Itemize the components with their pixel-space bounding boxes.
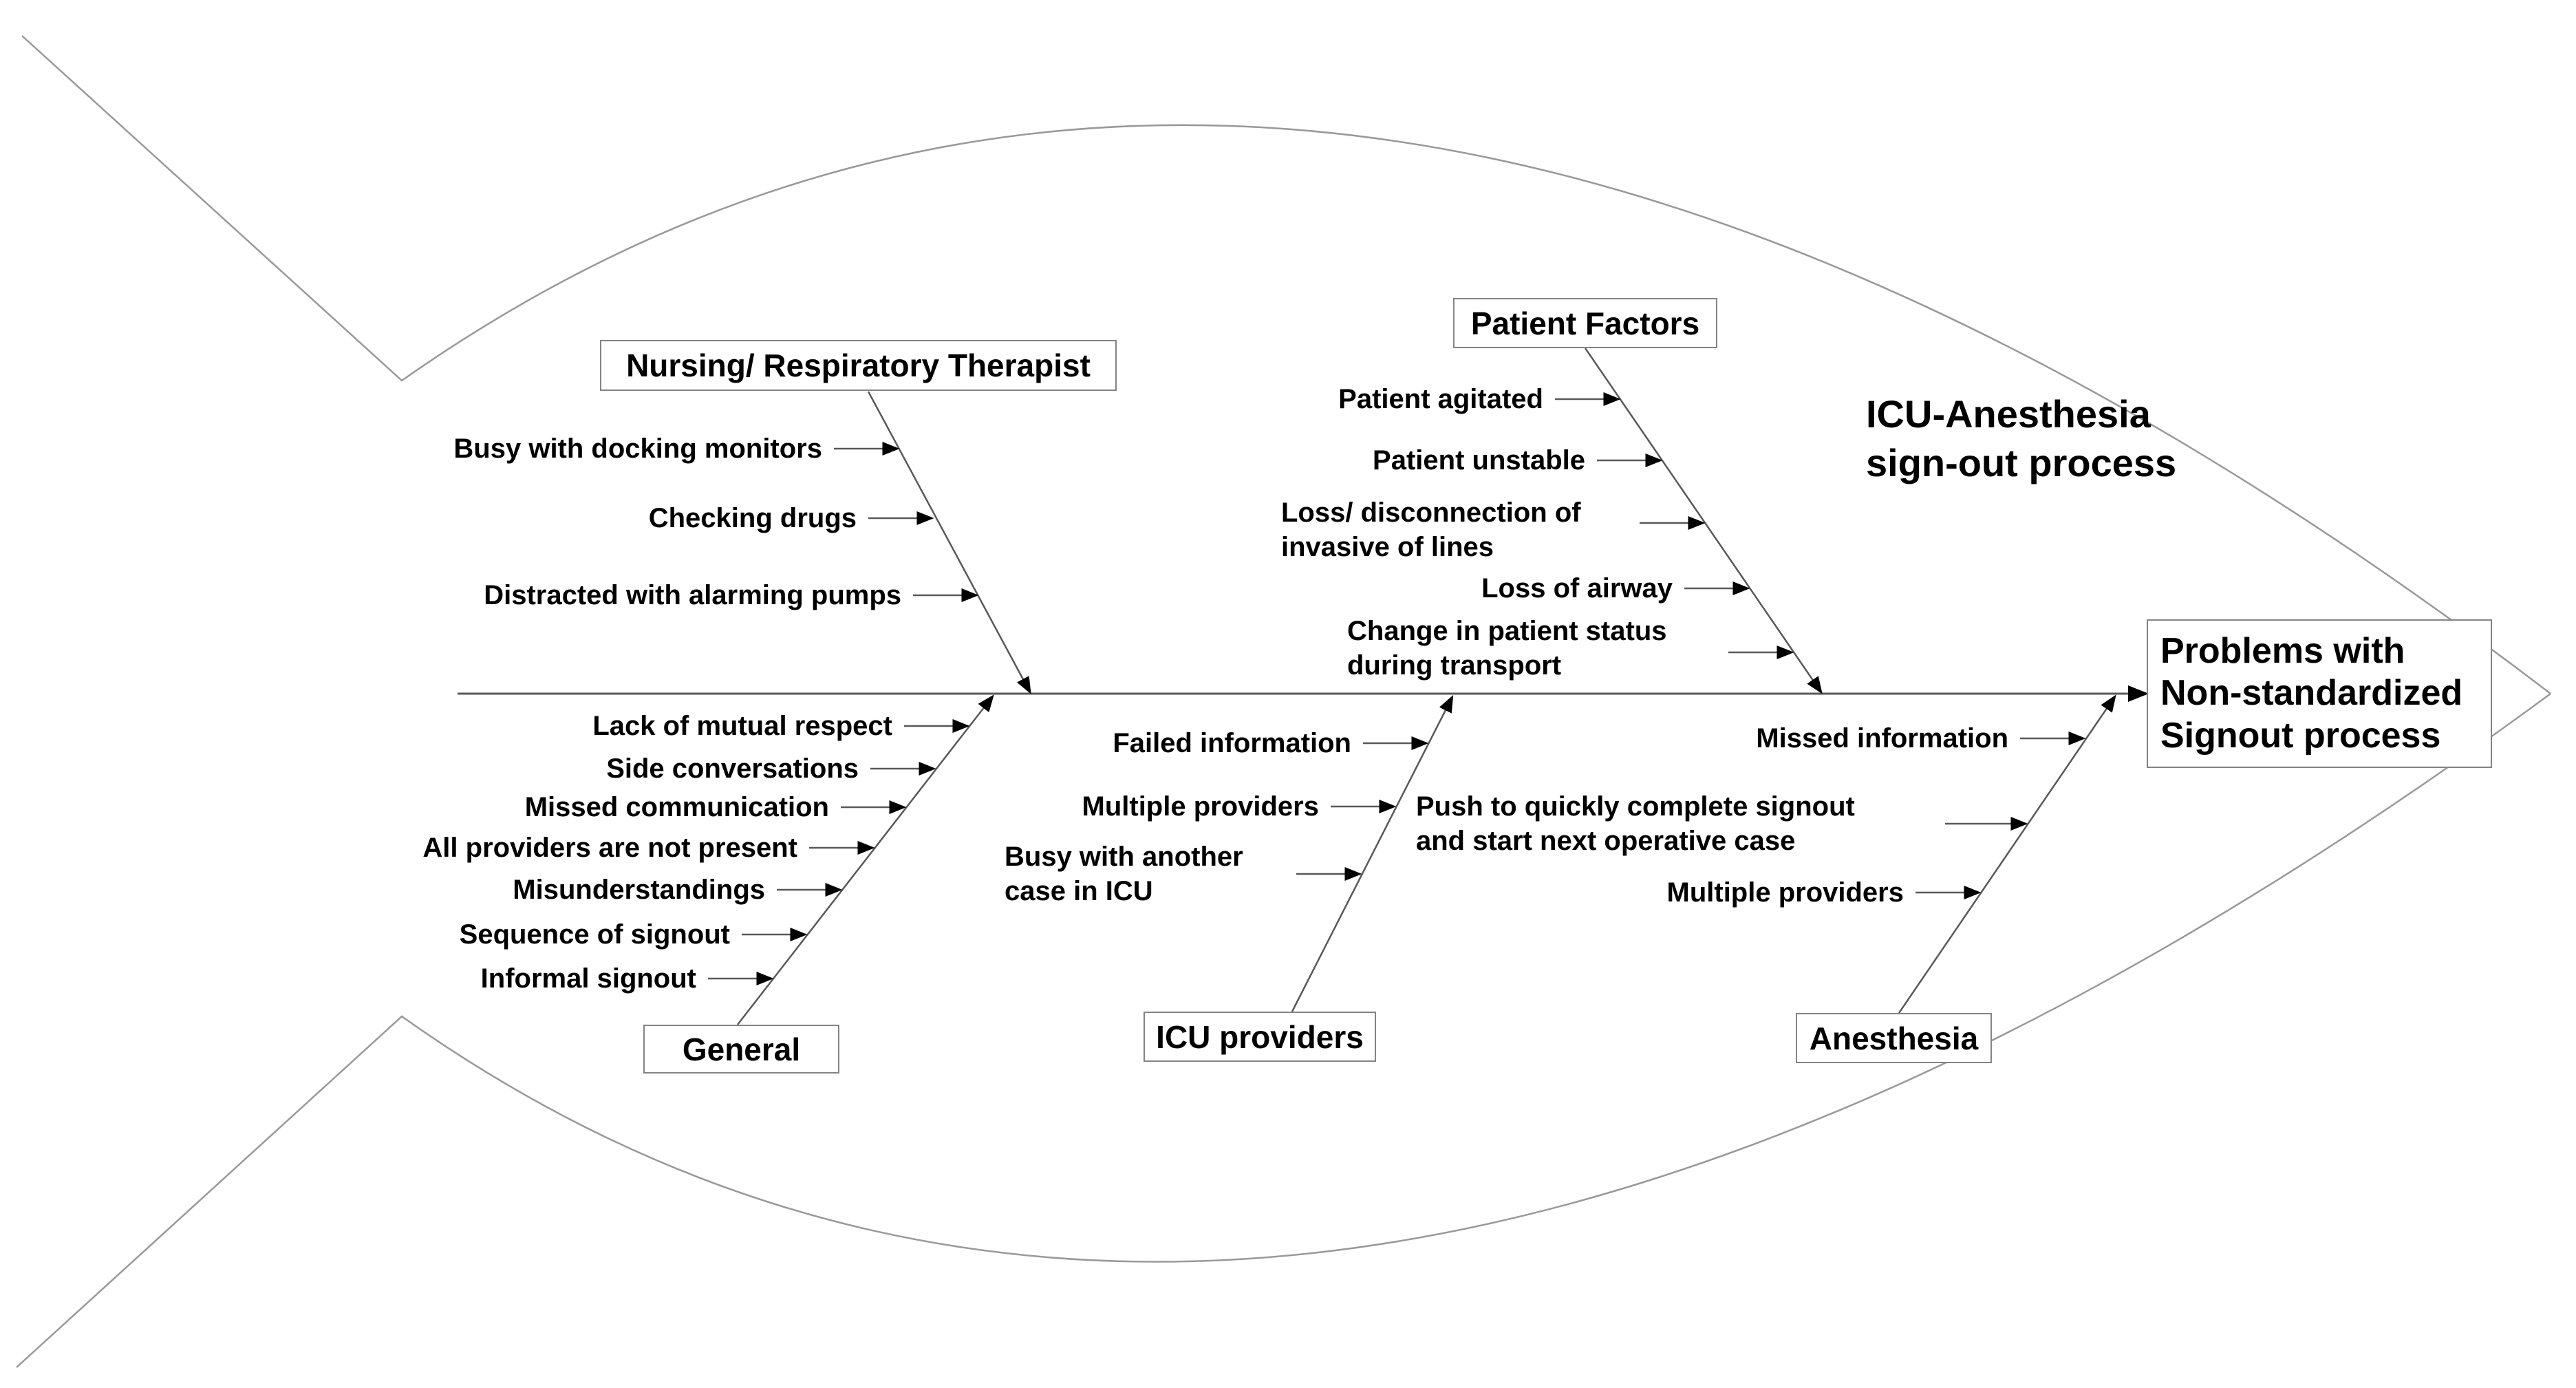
cause-loss-disconnection-lines: Loss/ disconnection of invasive of lines — [1281, 498, 1581, 562]
bone-nursing — [867, 391, 1031, 694]
effect-label: Problems with Non-standardized Signout p… — [2160, 630, 2463, 756]
cause-checking-drugs: Checking drugs — [648, 503, 857, 533]
cause-failed-information: Failed information — [1113, 728, 1351, 758]
cause-patient-unstable: Patient unstable — [1373, 445, 1585, 476]
diagram-title: ICU-Anesthesia sign-out process — [1866, 392, 2177, 485]
fish-outline-top — [21, 35, 2551, 694]
category-box-patient-factors: Patient Factors — [1453, 298, 1717, 348]
cause-informal-signout: Informal signout — [480, 963, 696, 994]
bone-icu-providers — [1291, 694, 1454, 1012]
cause-side-conversations: Side conversations — [606, 754, 859, 784]
cause-multiple-providers-icu: Multiple providers — [1082, 791, 1320, 822]
cause-busy-another-case-icu: Busy with another case in ICU — [1005, 842, 1243, 906]
category-box-icu-providers: ICU providers — [1144, 1012, 1376, 1062]
fish-outline-bottom — [16, 692, 2551, 1368]
cause-missed-information: Missed information — [1756, 723, 2008, 754]
cause-distracted-alarming-pumps: Distracted with alarming pumps — [484, 580, 901, 610]
category-box-anesthesia: Anesthesia — [1796, 1013, 1992, 1063]
bone-anesthesia — [1898, 694, 2116, 1014]
cause-change-patient-status: Change in patient status during transpor… — [1347, 616, 1667, 681]
cause-loss-of-airway: Loss of airway — [1481, 573, 1673, 604]
effect-box: Problems with Non-standardized Signout p… — [2147, 619, 2492, 768]
cause-arrows — [708, 392, 2086, 985]
bone-patient-factors — [1584, 348, 1823, 694]
category-box-nursing: Nursing/ Respiratory Therapist — [600, 340, 1117, 391]
category-box-general: General — [643, 1025, 839, 1074]
bones — [737, 348, 2116, 1025]
cause-push-quick-signout: Push to quickly complete signout and sta… — [1416, 791, 1855, 856]
bone-general — [737, 694, 994, 1025]
cause-sequence-of-signout: Sequence of signout — [459, 919, 730, 950]
fish-outline — [16, 35, 2551, 1368]
cause-misunderstandings: Misunderstandings — [513, 875, 765, 905]
cause-missed-communication: Missed communication — [524, 792, 829, 822]
cause-multiple-providers-anesthesia: Multiple providers — [1666, 877, 1904, 908]
cause-busy-docking-monitors: Busy with docking monitors — [453, 434, 822, 464]
cause-lack-mutual-respect: Lack of mutual respect — [592, 711, 892, 741]
cause-providers-not-present: All providers are not present — [422, 833, 797, 863]
cause-patient-agitated: Patient agitated — [1338, 384, 1543, 414]
